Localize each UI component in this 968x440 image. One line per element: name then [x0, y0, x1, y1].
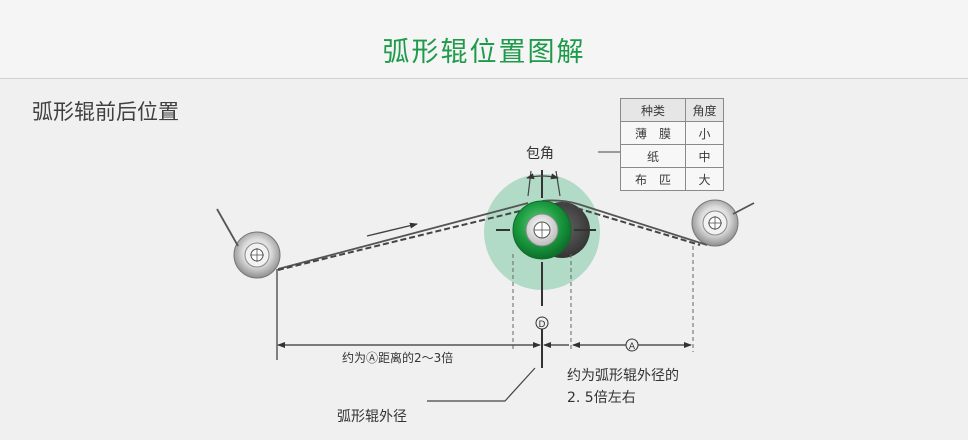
table-row: 薄 膜 小 — [620, 121, 724, 145]
web-path — [216, 199, 755, 270]
distance-right-label-1: 约为弧形辊外径的 — [567, 368, 679, 384]
distance-right-label-2: 2. 5倍左右 — [567, 390, 636, 406]
wrap-angle-indicator — [526, 170, 561, 197]
a-marker: A — [625, 338, 639, 352]
right-roller — [691, 199, 739, 247]
diameter-leader — [427, 367, 536, 402]
angle-cell: 中 — [685, 144, 724, 168]
header-bar: 弧形辊位置图解 — [0, 0, 968, 79]
section-title: 弧形辊前后位置 — [32, 100, 179, 124]
table-row: 纸 中 — [620, 144, 724, 168]
type-cell: 纸 — [620, 144, 686, 168]
guide-lines — [512, 246, 694, 352]
web-path-dashed — [277, 202, 701, 271]
col-header-type: 种类 — [620, 98, 686, 122]
material-angle-table: 种类 角度 薄 膜 小 纸 中 布 匹 大 — [620, 98, 724, 191]
table-row: 布 匹 大 — [620, 167, 724, 191]
distance-left-label: 约为Ⓐ距离的2～3倍 — [342, 350, 453, 365]
direction-arrow — [366, 222, 418, 237]
svg-text:A: A — [629, 342, 636, 352]
angle-cell: 小 — [685, 121, 724, 145]
table-header-row: 种类 角度 — [620, 98, 724, 122]
col-header-angle: 角度 — [685, 98, 724, 122]
svg-text:D: D — [539, 320, 546, 330]
type-cell: 布 匹 — [620, 167, 686, 191]
angle-cell: 大 — [685, 167, 724, 191]
wrap-angle-label: 包角 — [526, 146, 554, 162]
type-cell: 薄 膜 — [620, 121, 686, 145]
roller-diameter-label: 弧形辊外径 — [337, 409, 407, 425]
left-roller — [233, 231, 281, 279]
d-marker: D — [535, 316, 549, 330]
page-title: 弧形辊位置图解 — [382, 37, 586, 68]
bow-roller — [512, 200, 572, 260]
